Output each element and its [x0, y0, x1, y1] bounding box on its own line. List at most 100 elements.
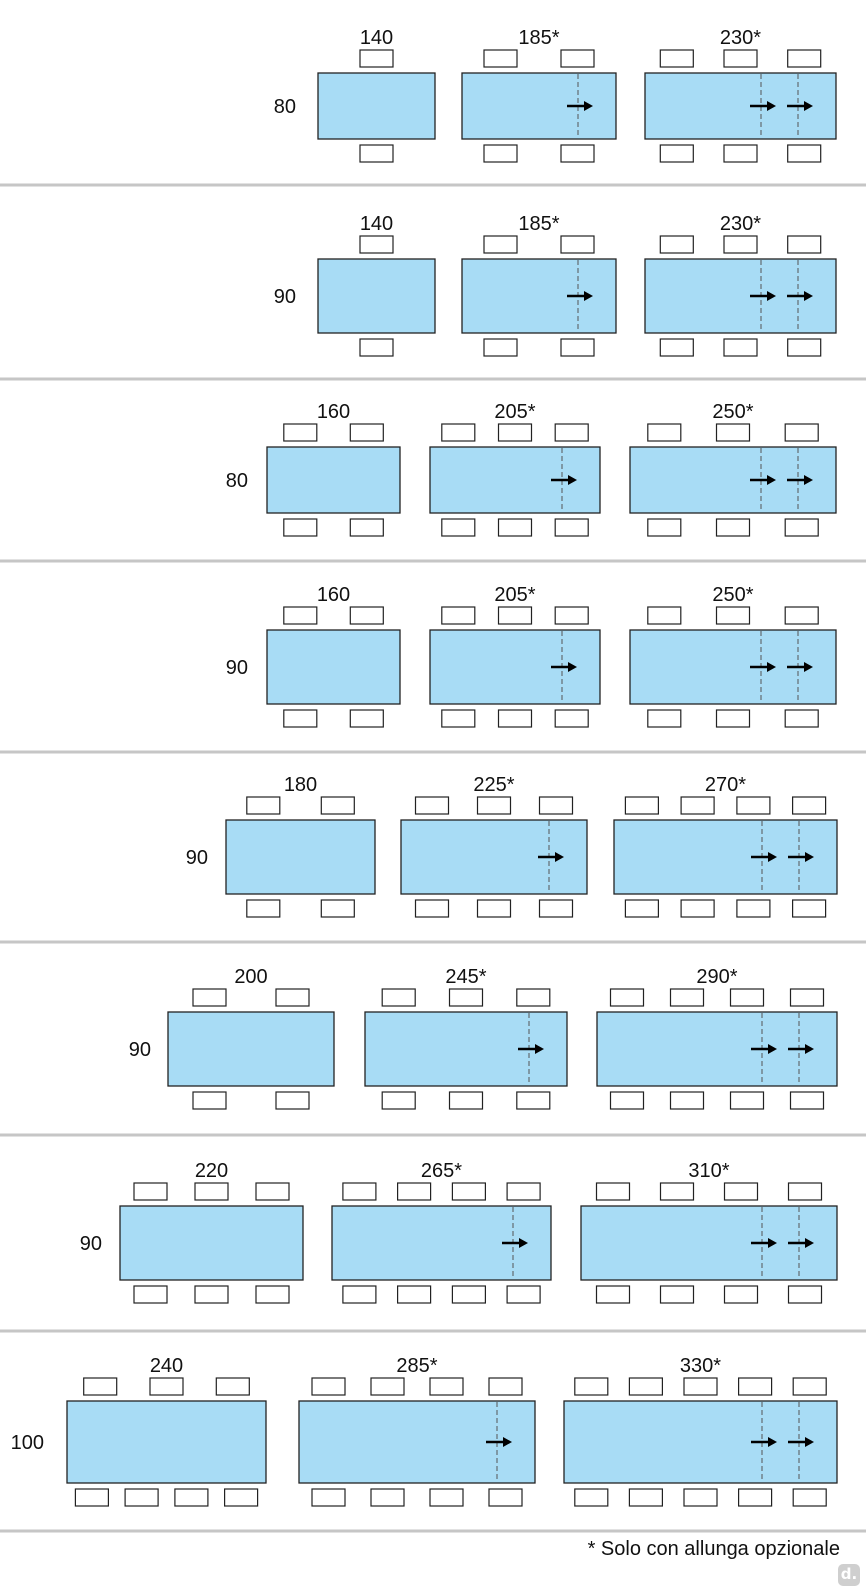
chair-top [381, 988, 416, 1007]
chair-bottom [194, 1285, 229, 1304]
chair-bottom [414, 899, 450, 918]
depth-label: 90 [274, 286, 296, 308]
table-top [66, 1400, 267, 1484]
chair-bottom [574, 1488, 609, 1507]
chair-top [441, 423, 476, 442]
length-label: 205* [494, 401, 535, 423]
chair-bottom [320, 899, 355, 918]
chair-bottom [255, 1285, 290, 1304]
chair-top [787, 49, 822, 68]
chair-top [349, 606, 384, 625]
chair-bottom [560, 338, 595, 357]
chair-bottom [124, 1488, 159, 1507]
chair-bottom [283, 709, 318, 728]
chair-top [359, 49, 394, 68]
extension-arrowhead-icon [804, 475, 813, 485]
length-label: 240 [150, 1355, 183, 1377]
length-label: 200 [234, 966, 267, 988]
chair-bottom [370, 1488, 405, 1507]
chair-top [488, 1377, 523, 1396]
depth-label: 80 [274, 96, 296, 118]
chair-bottom [441, 518, 476, 537]
chair-top [723, 1182, 759, 1201]
extension-arrowhead-icon [568, 662, 577, 672]
chair-bottom [246, 899, 281, 918]
chair-top [429, 1377, 464, 1396]
extension-arrowhead-icon [584, 291, 593, 301]
chair-top [554, 606, 589, 625]
depth-label: 90 [186, 847, 208, 869]
chair-top [476, 796, 512, 815]
chair-bottom [784, 518, 819, 537]
extension-arrowhead-icon [568, 475, 577, 485]
chair-top [609, 988, 645, 1007]
chair-top [133, 1182, 168, 1201]
length-label: 230* [720, 27, 761, 49]
chair-bottom [133, 1285, 168, 1304]
length-label: 250* [712, 584, 753, 606]
extension-arrowhead-icon [805, 1044, 814, 1054]
chair-top [659, 235, 694, 254]
extension-arrowhead-icon [805, 1437, 814, 1447]
chair-top [192, 988, 227, 1007]
length-label: 185* [518, 27, 559, 49]
chair-bottom [174, 1488, 209, 1507]
length-label: 160 [317, 584, 350, 606]
chair-bottom [483, 338, 518, 357]
chair-top [483, 49, 518, 68]
chair-bottom [737, 1488, 773, 1507]
extension-arrowhead-icon [768, 1437, 777, 1447]
table-top [167, 1011, 335, 1087]
chair-bottom [497, 518, 533, 537]
chair-top [516, 988, 551, 1007]
length-label: 330* [680, 1355, 721, 1377]
chair-top [506, 1182, 541, 1201]
length-label: 180 [284, 774, 317, 796]
length-label: 290* [696, 966, 737, 988]
length-label: 270* [705, 774, 746, 796]
chair-bottom [381, 1091, 416, 1110]
extension-arrowhead-icon [519, 1238, 528, 1248]
chair-top [659, 1182, 695, 1201]
length-label: 285* [396, 1355, 437, 1377]
chair-top [215, 1377, 250, 1396]
footnote: * Solo con allunga opzionale [587, 1538, 840, 1560]
chair-top [349, 423, 384, 442]
depth-label: 90 [226, 657, 248, 679]
chair-top [784, 606, 819, 625]
chair-bottom [538, 899, 574, 918]
chair-bottom [311, 1488, 346, 1507]
chair-bottom [723, 1285, 759, 1304]
chair-bottom [224, 1488, 259, 1507]
chair-bottom [787, 338, 822, 357]
chair-top [595, 1182, 631, 1201]
chair-bottom [647, 518, 682, 537]
depth-label: 100 [11, 1432, 44, 1454]
length-label: 230* [720, 213, 761, 235]
extension-arrowhead-icon [768, 1238, 777, 1248]
extension-arrowhead-icon [584, 101, 593, 111]
chair-top [194, 1182, 229, 1201]
chair-top [283, 606, 318, 625]
chair-top [448, 988, 484, 1007]
depth-label: 90 [80, 1233, 102, 1255]
chair-bottom [659, 338, 694, 357]
chair-bottom [715, 709, 751, 728]
chair-bottom [628, 1488, 664, 1507]
chair-top [574, 1377, 609, 1396]
chair-bottom [787, 144, 822, 163]
chair-top [255, 1182, 290, 1201]
chair-top [789, 988, 825, 1007]
chair-bottom [680, 899, 715, 918]
chair-bottom [647, 709, 682, 728]
chair-bottom [595, 1285, 631, 1304]
extension-arrowhead-icon [804, 101, 813, 111]
chair-bottom [476, 899, 512, 918]
chair-bottom [554, 518, 589, 537]
chair-top [787, 235, 822, 254]
extension-arrowhead-icon [535, 1044, 544, 1054]
chair-bottom [789, 1091, 825, 1110]
chair-bottom [488, 1488, 523, 1507]
extension-arrowhead-icon [767, 662, 776, 672]
chair-bottom [74, 1488, 110, 1507]
